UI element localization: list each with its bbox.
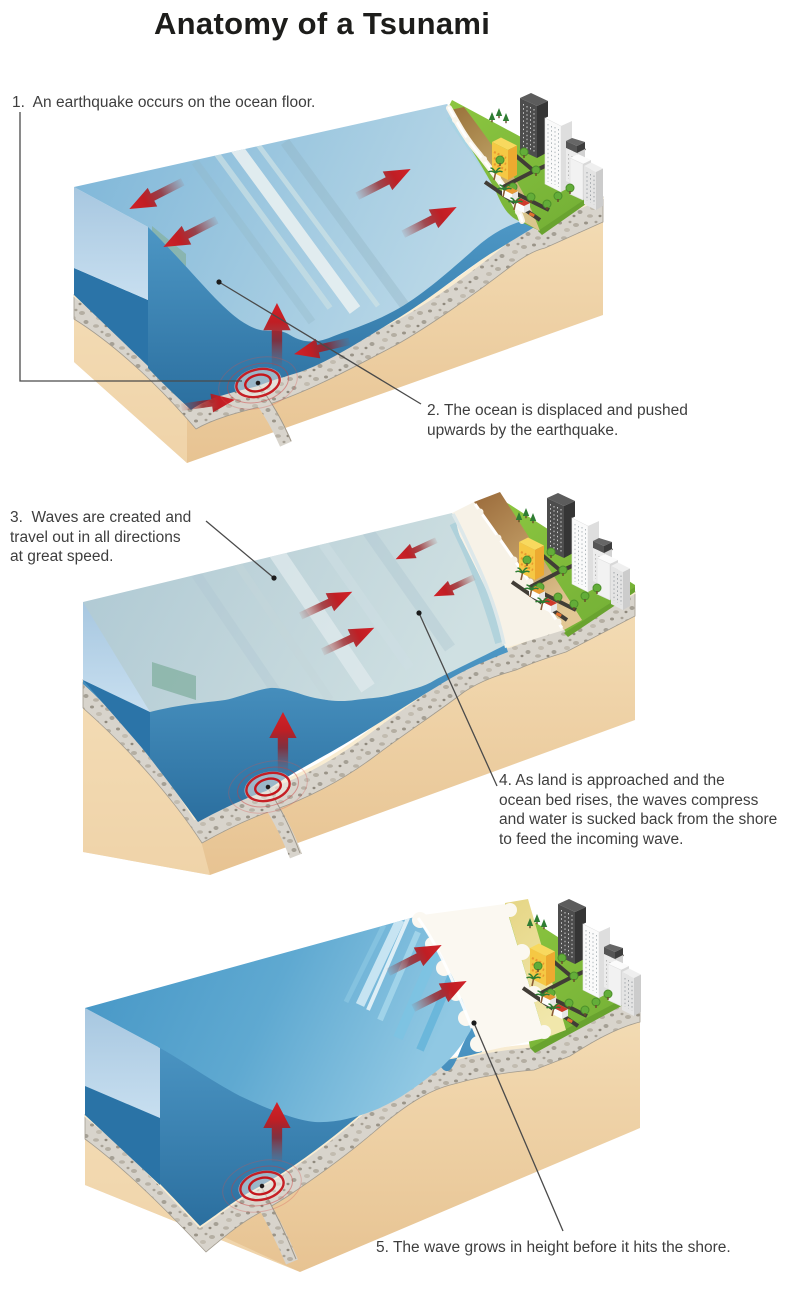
ocean-deep-face <box>85 1086 160 1185</box>
page-title: Anatomy of a Tsunami <box>154 6 491 41</box>
ocean-front-face <box>83 643 508 822</box>
stage-2-diagram <box>81 492 636 875</box>
annotation-step-5: 5. The wave grows in height before it hi… <box>376 1239 731 1256</box>
annotation-step-4: 4. As land is approached and the ocean b… <box>499 772 778 849</box>
earth-block-front-face <box>85 1115 300 1272</box>
exposed-seabed <box>452 502 564 648</box>
leader-dot-5 <box>471 1020 477 1026</box>
ocean-deep-face <box>83 680 150 757</box>
leader-dot-3 <box>271 575 277 581</box>
leader-line-4 <box>418 612 498 787</box>
ocean-surface <box>83 513 505 712</box>
ocean-front-face <box>148 219 536 410</box>
leader-dot-2 <box>216 279 222 285</box>
land-surface <box>498 497 635 633</box>
leader-line-5 <box>473 1022 564 1232</box>
land-side-edge <box>530 990 640 1053</box>
leader-line-3 <box>205 520 275 579</box>
shoreline-foam <box>446 105 525 224</box>
ocean-side-face <box>85 1008 160 1118</box>
stage-3-diagram <box>83 899 641 1272</box>
annotation-step-1: 1. An earthquake occurs on the ocean flo… <box>12 94 316 111</box>
annotation-step-2: 2. The ocean is displaced and pushed upw… <box>427 402 688 439</box>
leader-lines <box>19 112 564 1232</box>
leader-line-2 <box>218 281 422 405</box>
leader-dot-4 <box>416 610 422 616</box>
stage-1-diagram <box>72 93 603 463</box>
ocean-side-face <box>74 187 148 300</box>
annotation-step-3: 3. Waves are created and travel out in a… <box>10 509 192 566</box>
leader-line-1 <box>19 112 242 382</box>
ocean-deep-face <box>74 268 148 366</box>
